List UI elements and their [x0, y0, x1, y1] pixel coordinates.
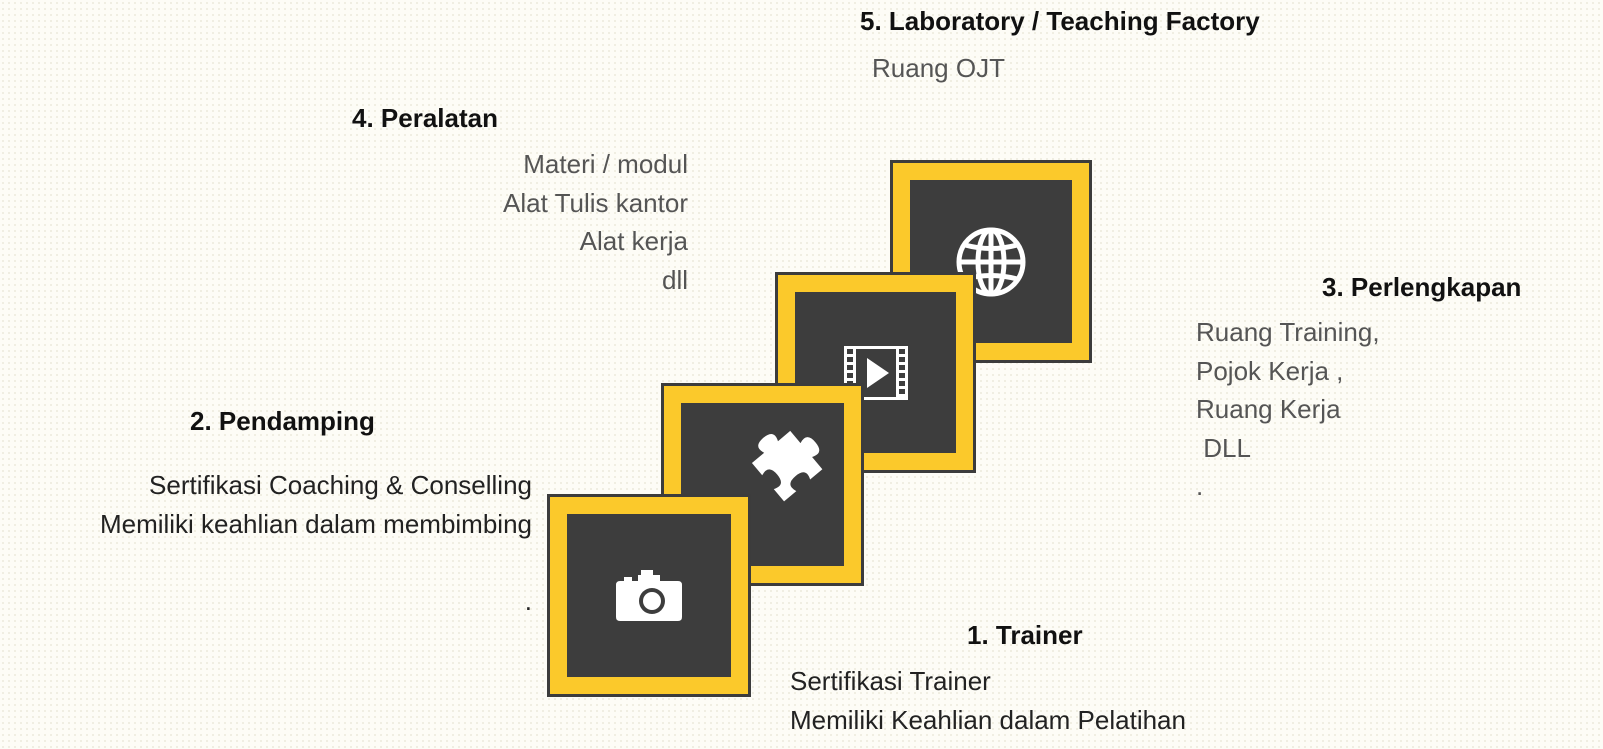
tile-inner: [795, 292, 956, 453]
step-2-line: [100, 543, 532, 582]
step-3-line: .: [1196, 471, 1204, 501]
step-3-line: Ruang Kerja: [1196, 394, 1341, 424]
step-4-title: 4. Peralatan: [352, 103, 498, 133]
step-3-line: Ruang Training,: [1196, 317, 1380, 347]
step-2-line: Memiliki keahlian dalam membimbing: [99, 508, 532, 539]
step-5-title: 5. Laboratory / Teaching Factory: [860, 6, 1260, 36]
step-4-lines: Materi / modul Alat Tulis kantor Alat ke…: [503, 145, 688, 299]
step-4-line: Materi / modul: [523, 149, 688, 179]
step-1-line: Memiliki Keahlian dalam Pelatihan: [790, 704, 1186, 735]
film-icon: [843, 345, 908, 400]
step-2-line: Sertifikasi Coaching & Conselling: [149, 470, 532, 500]
step-2-title: 2. Pendamping: [190, 406, 375, 436]
step-4-line: Alat Tulis kantor: [503, 187, 688, 218]
tile-inner: [567, 514, 731, 677]
step-5-lines: Ruang OJT: [872, 49, 1005, 88]
step-1-title: 1. Trainer: [967, 620, 1083, 650]
step-1-tile: [547, 494, 751, 697]
step-1-lines: Sertifikasi Trainer Memiliki Keahlian da…: [790, 662, 1186, 739]
step-2-lines: Sertifikasi Coaching & Conselling Memili…: [100, 466, 532, 620]
step-4-line: Alat kerja: [579, 226, 688, 256]
step-4-line: dll: [661, 264, 688, 295]
puzzle-icon: [751, 430, 823, 502]
step-3-line: Pojok Kerja ,: [1196, 355, 1344, 386]
step-3-lines: Ruang Training, Pojok Kerja , Ruang Kerj…: [1196, 313, 1380, 506]
step-3-line: DLL: [1196, 432, 1251, 463]
step-3-title: 3. Perlengkapan: [1322, 272, 1522, 302]
step-1-line: Sertifikasi Trainer: [790, 666, 991, 696]
camera-icon: [616, 569, 682, 621]
step-2-line: .: [524, 585, 532, 616]
step-5-line: Ruang OJT: [872, 53, 1005, 83]
